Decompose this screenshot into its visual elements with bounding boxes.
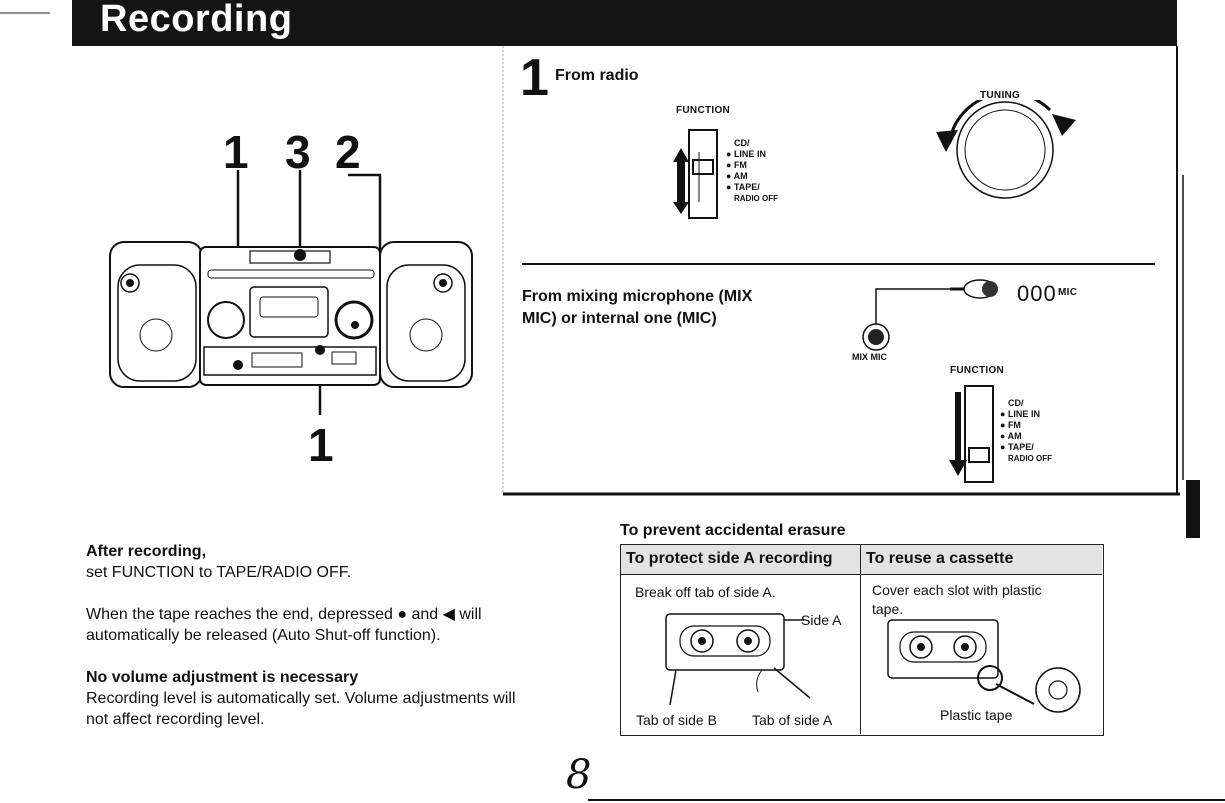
play-back-arrow-icon: ◀ — [442, 606, 455, 623]
step-number: 1 — [520, 49, 549, 107]
side-a-label: Side A — [801, 612, 842, 628]
cassette-side-a-diagram — [665, 613, 811, 705]
from-radio-heading: From radio — [555, 67, 639, 84]
option-fm: FM — [1007, 420, 1021, 430]
after-recording-heading: After recording, — [86, 543, 207, 560]
function-switch-radio — [673, 129, 718, 219]
function-switch-mic — [949, 385, 994, 483]
tuning-dial — [936, 100, 1076, 199]
tuning-label: TUNING — [980, 90, 1021, 101]
erasure-table-header — [620, 544, 1102, 575]
record-dot-icon: ● — [397, 606, 407, 623]
option-line-in: LINE IN — [733, 149, 766, 159]
volume-line2: not affect recording level. — [86, 711, 265, 728]
callout-1-top: 1 — [223, 126, 249, 178]
title-bar — [72, 0, 1177, 46]
tape-end-line2: automatically be released (Auto Shut-off… — [86, 627, 441, 644]
erasure-table — [620, 544, 1104, 736]
mix-mic-label: MIX MIC — [852, 352, 887, 362]
page-title: Recording — [100, 0, 293, 40]
option-tape: TAPE/ — [733, 182, 760, 192]
option-radio-off: RADIO OFF — [734, 194, 778, 203]
plastic-tape-label: Plastic tape — [940, 707, 1013, 723]
erasure-title: To prevent accidental erasure — [620, 522, 846, 539]
volume-line1: Recording level is automatically set. Vo… — [86, 690, 516, 707]
option-cd: CD/ — [1008, 398, 1024, 408]
option-cd: CD/ — [734, 138, 750, 148]
function-label-mic: FUNCTION — [950, 365, 1005, 376]
from-mic-heading: From mixing microphone (MIX MIC) or inte… — [522, 288, 753, 327]
option-am: AM — [1007, 431, 1022, 441]
callout-3: 3 — [285, 126, 311, 178]
page-number: 8 — [566, 752, 592, 798]
callout-2: 2 — [335, 126, 361, 178]
callout-1-bottom: 1 — [308, 419, 334, 471]
after-recording-text: set FUNCTION to TAPE/RADIO OFF. — [86, 564, 352, 581]
col2-text: Cover each slot with plastic tape. — [872, 582, 1042, 617]
col2-header: To reuse a cassette — [866, 550, 1014, 567]
option-am: AM — [733, 171, 748, 181]
option-radio-off: RADIO OFF — [1008, 454, 1052, 463]
option-tape: TAPE/ — [1007, 442, 1034, 452]
volume-heading: No volume adjustment is necessary — [86, 669, 359, 686]
option-fm: FM — [733, 160, 747, 170]
function-options-radio: CD/ ● LINE IN ● FM ● AM ● TAPE/ RADIO OF… — [726, 138, 778, 203]
option-line-in: LINE IN — [1007, 409, 1040, 419]
tab-side-a-label: Tab of side A — [752, 712, 833, 728]
cassette-tape-diagram — [887, 619, 1081, 713]
function-options-mic: CD/ ● LINE IN ● FM ● AM ● TAPE/ RADIO OF… — [1000, 398, 1052, 463]
erasure-table-divider — [860, 544, 861, 734]
mic-label: MIC — [1058, 287, 1078, 298]
tab-side-b-label: Tab of side B — [636, 712, 717, 728]
col1-header: To protect side A recording — [626, 550, 833, 567]
tape-end-line1: When the tape reaches the end, depressed… — [86, 606, 482, 623]
mix-mic-diagram — [862, 279, 998, 351]
function-label-radio: FUNCTION — [676, 105, 731, 116]
boombox-diagram — [109, 170, 473, 415]
notes-block: After recording, set FUNCTION to TAPE/RA… — [86, 541, 586, 730]
col1-text: Break off tab of side A. — [635, 584, 776, 600]
mic-holes-icon: 000 — [1017, 281, 1057, 306]
